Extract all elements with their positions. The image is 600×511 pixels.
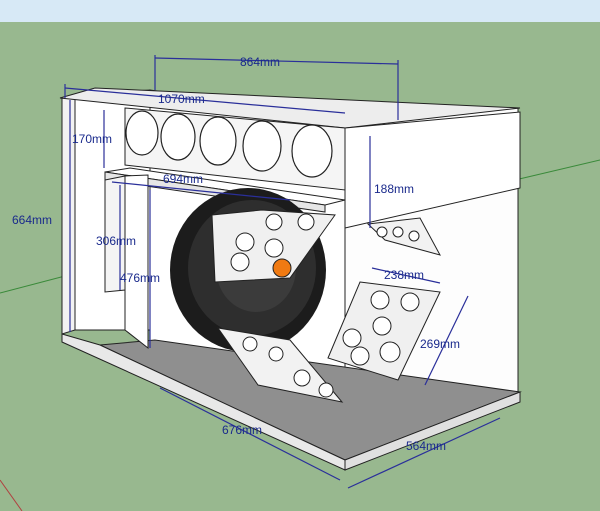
- dim-top-gap: 170mm: [72, 132, 112, 146]
- dim-inner-width: 864mm: [240, 55, 280, 69]
- upper-baffle-panel: [366, 217, 441, 256]
- sky-band: [0, 0, 600, 22]
- dim-cavity-height: 476mm: [120, 271, 160, 285]
- green-axis: [0, 275, 66, 294]
- dim-shelf-width: 694mm: [163, 172, 203, 186]
- left-wall-edge: [61, 93, 76, 335]
- dim-panel-width: 238mm: [384, 268, 424, 282]
- dim-depth: 564mm: [406, 439, 446, 453]
- top-front-face: [344, 111, 521, 229]
- green-axis-right: [514, 159, 600, 181]
- dim-floor-length: 676mm: [222, 423, 262, 437]
- divider-face: [124, 174, 149, 350]
- dim-panel-height: 269mm: [420, 337, 460, 351]
- lower-baffle-panel: [216, 327, 344, 403]
- dim-inner-height: 306mm: [96, 234, 136, 248]
- red-axis: [0, 479, 23, 511]
- dim-outer-height: 664mm: [12, 213, 52, 227]
- port-row: [124, 107, 346, 191]
- floor-side-edge: [344, 391, 521, 471]
- driver-panel: [211, 209, 336, 283]
- dim-outer-width: 1070mm: [158, 92, 205, 106]
- side-port-panel: [327, 281, 441, 381]
- dim-port-height: 188mm: [374, 182, 414, 196]
- dimension-lines: [64, 55, 501, 489]
